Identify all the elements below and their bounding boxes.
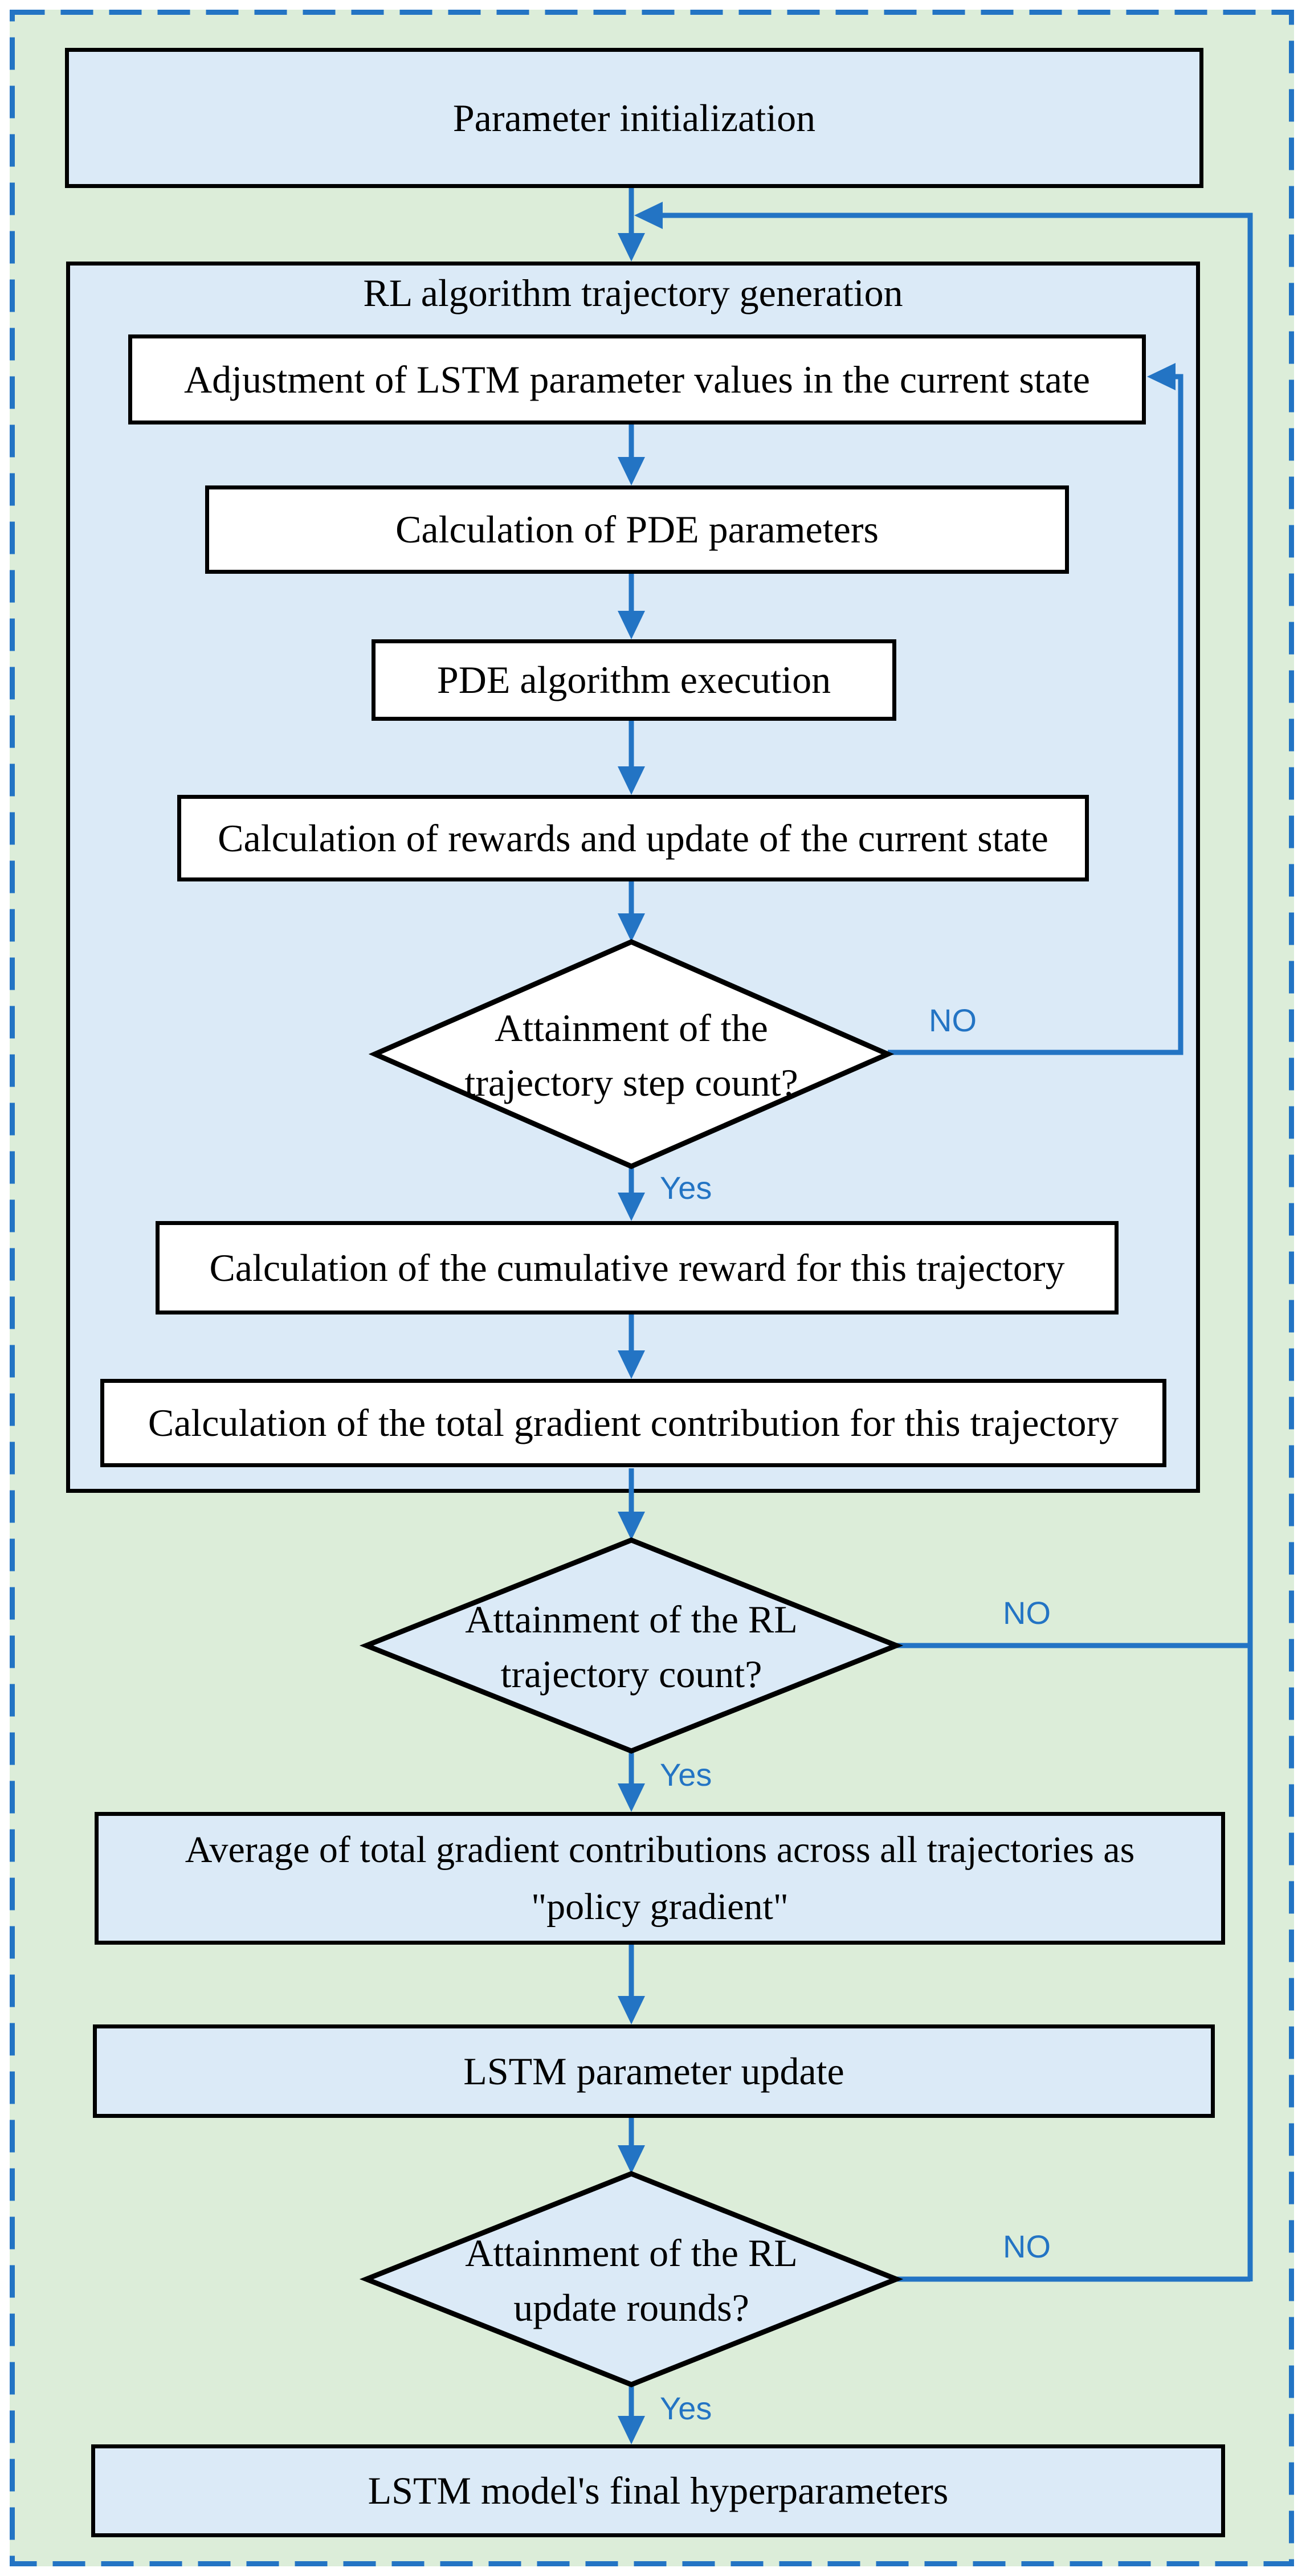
group-title: RL algorithm trajectory generation — [66, 267, 1200, 319]
decision-text-line1: Attainment of the — [495, 1006, 768, 1050]
process-total-gradient-contribution: Calculation of the total gradient contri… — [100, 1379, 1166, 1467]
decision-text-line1: Attainment of the RL — [465, 2231, 798, 2275]
edge-label-no-step-count: NO — [929, 1002, 977, 1038]
decision-text-line2: update rounds? — [513, 2286, 749, 2329]
node-label: LSTM parameter update — [463, 2049, 844, 2093]
node-label: LSTM model's final hyperparameters — [368, 2469, 949, 2513]
decision-text-line2: trajectory count? — [500, 1652, 762, 1696]
decision-rl-trajectory-count-text: Attainment of the RL trajectory count? — [403, 1595, 859, 1698]
node-label: Calculation of PDE parameters — [395, 508, 879, 552]
process-cumulative-reward: Calculation of the cumulative reward for… — [156, 1221, 1119, 1314]
node-label: Calculation of the cumulative reward for… — [209, 1246, 1065, 1289]
node-label: Adjustment of LSTM parameter values in t… — [184, 357, 1090, 401]
node-label-line2: "policy gradient" — [531, 1885, 789, 1928]
node-label: Calculation of rewards and update of the… — [218, 816, 1048, 860]
edge-label-yes-trajectory-count: Yes — [660, 1757, 712, 1793]
end-node-lstm-final-hyperparameters: LSTM model's final hyperparameters — [91, 2444, 1225, 2537]
edge-label-no-update-rounds: NO — [1003, 2228, 1051, 2264]
decision-trajectory-step-count-text: Attainment of the trajectory step count? — [403, 1004, 859, 1107]
process-pde-algorithm-execution: PDE algorithm execution — [372, 639, 896, 721]
node-label-line1: Average of total gradient contributions … — [185, 1828, 1135, 1871]
process-lstm-parameter-update: LSTM parameter update — [93, 2024, 1215, 2118]
node-label: PDE algorithm execution — [436, 658, 831, 702]
edge-label-yes-step-count: Yes — [660, 1170, 712, 1206]
node-label: Parameter initialization — [452, 96, 816, 140]
start-node-parameter-initialization: Parameter initialization — [65, 48, 1203, 188]
process-adjust-lstm-parameters: Adjustment of LSTM parameter values in t… — [128, 334, 1146, 424]
group-title-label: RL algorithm trajectory generation — [363, 271, 903, 315]
process-calculate-pde-parameters: Calculation of PDE parameters — [205, 485, 1069, 574]
process-calculate-rewards-update-state: Calculation of rewards and update of the… — [177, 795, 1089, 881]
process-policy-gradient-average: Average of total gradient contributions … — [95, 1812, 1225, 1945]
decision-text-line2: trajectory step count? — [464, 1061, 798, 1104]
edge-label-no-trajectory-count: NO — [1003, 1595, 1051, 1631]
decision-text-line1: Attainment of the RL — [465, 1598, 798, 1641]
decision-rl-update-rounds-text: Attainment of the RL update rounds? — [403, 2229, 859, 2332]
edge-label-yes-update-rounds: Yes — [660, 2390, 712, 2426]
node-label: Calculation of the total gradient contri… — [148, 1401, 1119, 1445]
